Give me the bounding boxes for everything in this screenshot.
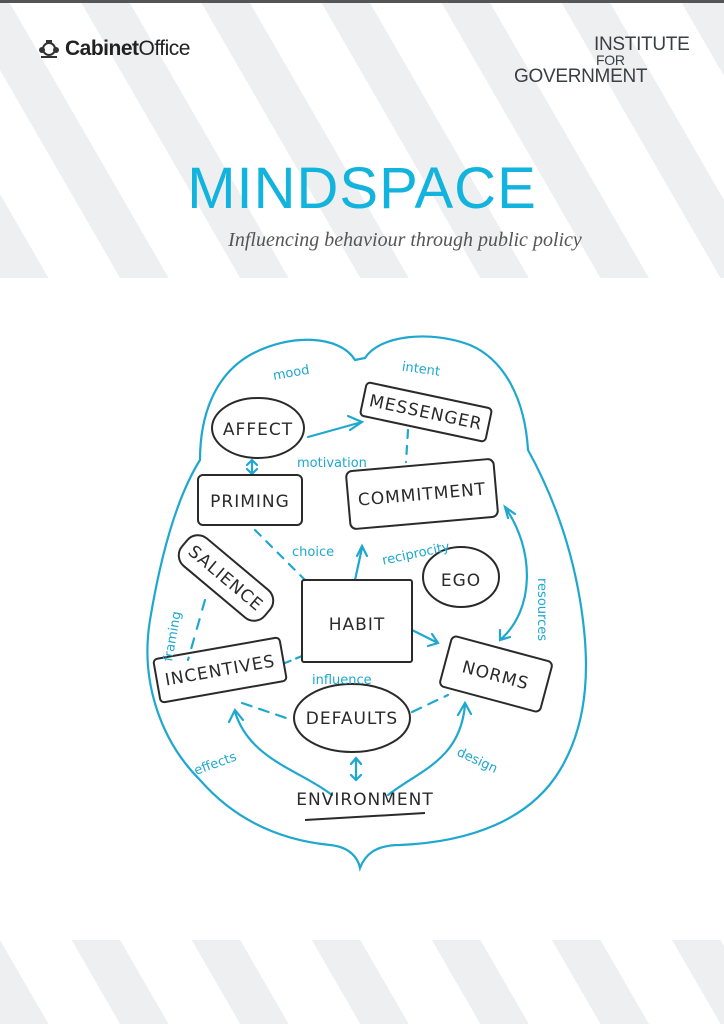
note-effects: effects bbox=[192, 750, 239, 779]
arrow-habit-norms bbox=[410, 628, 440, 648]
page-subtitle: Influencing behaviour through public pol… bbox=[228, 229, 582, 251]
concept-commitment: COMMITMENT bbox=[357, 479, 487, 510]
dash-defaults-norms bbox=[410, 693, 450, 714]
ifg-line-2: FOR bbox=[596, 52, 625, 68]
concept-defaults: DEFAULTS bbox=[306, 709, 398, 729]
background-stripes-bottom bbox=[0, 940, 724, 1024]
note-influence: influence bbox=[312, 673, 372, 688]
commitment-node bbox=[345, 458, 499, 530]
arrow-defaults-environment bbox=[349, 756, 363, 782]
dash-salience-incentives bbox=[186, 598, 207, 662]
logo-text-regular: Office bbox=[138, 37, 191, 60]
note-intent: intent bbox=[401, 360, 441, 380]
concept-priming: PRIMING bbox=[210, 492, 290, 512]
top-border bbox=[0, 0, 724, 3]
brain-outline bbox=[146, 335, 588, 872]
messenger-node bbox=[359, 381, 493, 443]
concept-norms: NORMS bbox=[460, 657, 531, 694]
ifg-line-3: GOVERNMENT bbox=[514, 66, 648, 87]
dash-incentives-habit bbox=[283, 654, 304, 665]
salience-node bbox=[177, 534, 275, 622]
note-mood: mood bbox=[272, 363, 311, 384]
concept-messenger: MESSENGER bbox=[367, 391, 484, 435]
dash-messenger-commitment bbox=[404, 428, 410, 464]
note-choice: choice bbox=[292, 545, 334, 560]
arrow-affect-messenger bbox=[306, 414, 365, 439]
norms-node bbox=[439, 635, 553, 713]
arrow-environment-norms bbox=[386, 700, 473, 797]
arrow-affect-priming bbox=[245, 458, 259, 476]
concept-affect: AFFECT bbox=[223, 420, 293, 440]
note-design: design bbox=[454, 745, 499, 777]
note-reciprocity: reciprocity bbox=[381, 540, 452, 569]
note-resources: resources bbox=[534, 578, 549, 641]
arrow-habit-commitment bbox=[353, 543, 369, 582]
priming-node bbox=[197, 474, 303, 526]
concept-ego: EGO bbox=[441, 571, 481, 591]
institute-for-government-logo: INSTITUTE FOR GOVERNMENT bbox=[514, 34, 690, 87]
royal-crest-icon bbox=[39, 40, 59, 58]
environment-underline bbox=[304, 812, 426, 821]
concept-habit: HABIT bbox=[329, 615, 385, 635]
note-motivation: motivation bbox=[297, 456, 367, 471]
habit-node bbox=[301, 579, 413, 663]
concept-environment: ENVIRONMENT bbox=[296, 790, 434, 810]
cabinet-office-logo: CabinetOffice bbox=[38, 37, 190, 61]
dash-incentives-defaults bbox=[240, 701, 294, 722]
defaults-node bbox=[293, 683, 411, 753]
ego-node bbox=[422, 546, 500, 608]
incentives-node bbox=[152, 636, 288, 704]
logo-text-bold: Cabinet bbox=[65, 37, 139, 60]
arrow-commitment-norms bbox=[498, 504, 528, 642]
affect-node bbox=[211, 397, 305, 459]
ifg-line-1: INSTITUTE bbox=[594, 34, 690, 55]
dash-priming-habit bbox=[253, 528, 307, 582]
page-title: MINDSPACE bbox=[187, 156, 537, 221]
background-stripes-top bbox=[0, 3, 724, 278]
arrow-environment-incentives bbox=[227, 707, 334, 797]
